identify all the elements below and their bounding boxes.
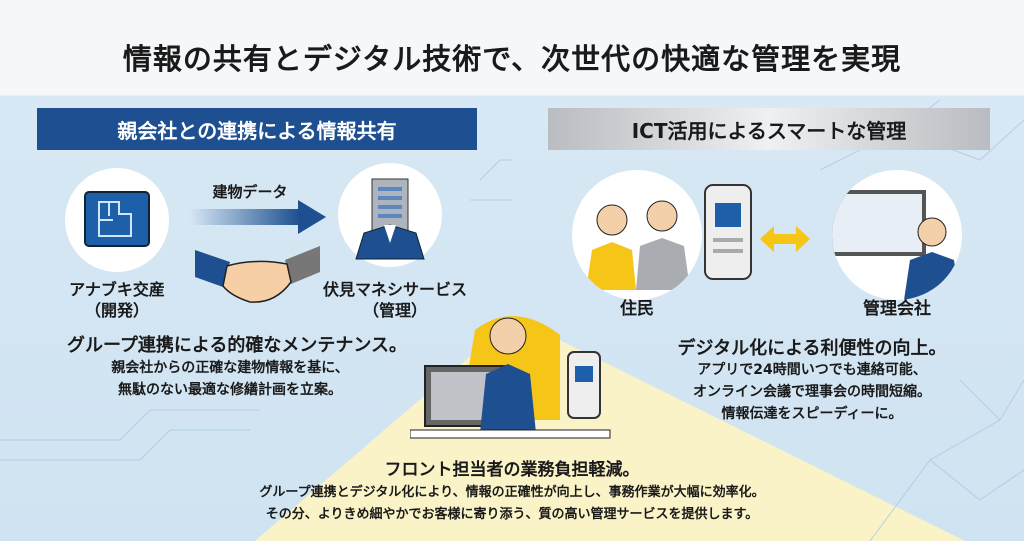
smartphone-icon <box>704 184 752 280</box>
company-circle <box>338 163 442 267</box>
front-staff-illustration <box>410 317 611 439</box>
data-arrow-icon <box>190 200 326 234</box>
company2-role: （管理） <box>362 301 428 320</box>
right-line-1: アプリで24時間いつでも連絡可能、 <box>697 362 927 378</box>
left-section-banner: 親会社との連携による情報共有 <box>37 108 477 150</box>
page-title: 情報の共有とデジタル技術で、次世代の快適な管理を実現 <box>122 42 902 76</box>
center-line-2: その分、よりきめ細やかでお客様に寄り添う、質の高い管理サービスを提供します。 <box>265 507 759 522</box>
center-heading: フロント担当者の業務負担軽減。 <box>384 460 640 480</box>
blueprint-icon <box>84 191 150 247</box>
left-line-2: 無駄のない最適な修繕計画を立案。 <box>118 382 342 398</box>
left-line-1: 親会社からの正確な建物情報を基に、 <box>111 360 349 376</box>
circuit-lines <box>0 159 512 461</box>
company2-name: 伏見マネシサービス <box>322 280 468 299</box>
handshake-icon <box>195 246 320 303</box>
right-section-banner: ICT活用によるスマートな管理 <box>548 108 990 150</box>
company1-name: アナブキ交産 <box>69 280 165 299</box>
network-lines <box>819 99 1024 541</box>
residents-label: 住民 <box>620 299 654 319</box>
building-person-icon <box>355 178 425 260</box>
right-line-3: 情報伝達をスピーディーに。 <box>721 406 903 422</box>
management-circle <box>832 170 962 300</box>
blueprint-circle <box>65 168 169 272</box>
arrow-label: 建物データ <box>212 183 288 201</box>
left-heading: グループ連携による的確なメンテナンス。 <box>66 335 408 356</box>
online-meeting-icon <box>832 190 960 300</box>
company1-role: （開発） <box>84 301 150 320</box>
residents-icon <box>586 200 690 290</box>
double-arrow-icon <box>760 226 810 252</box>
right-heading: デジタル化による利便性の向上。 <box>677 338 947 359</box>
residents-circle <box>572 170 702 300</box>
center-line-1: グループ連携とデジタル化により、情報の正確性が向上し、事務作業が大幅に効率化。 <box>259 485 765 500</box>
management-label: 管理会社 <box>863 299 931 319</box>
right-line-2: オンライン会議で理事会の時間短縮。 <box>693 384 931 400</box>
